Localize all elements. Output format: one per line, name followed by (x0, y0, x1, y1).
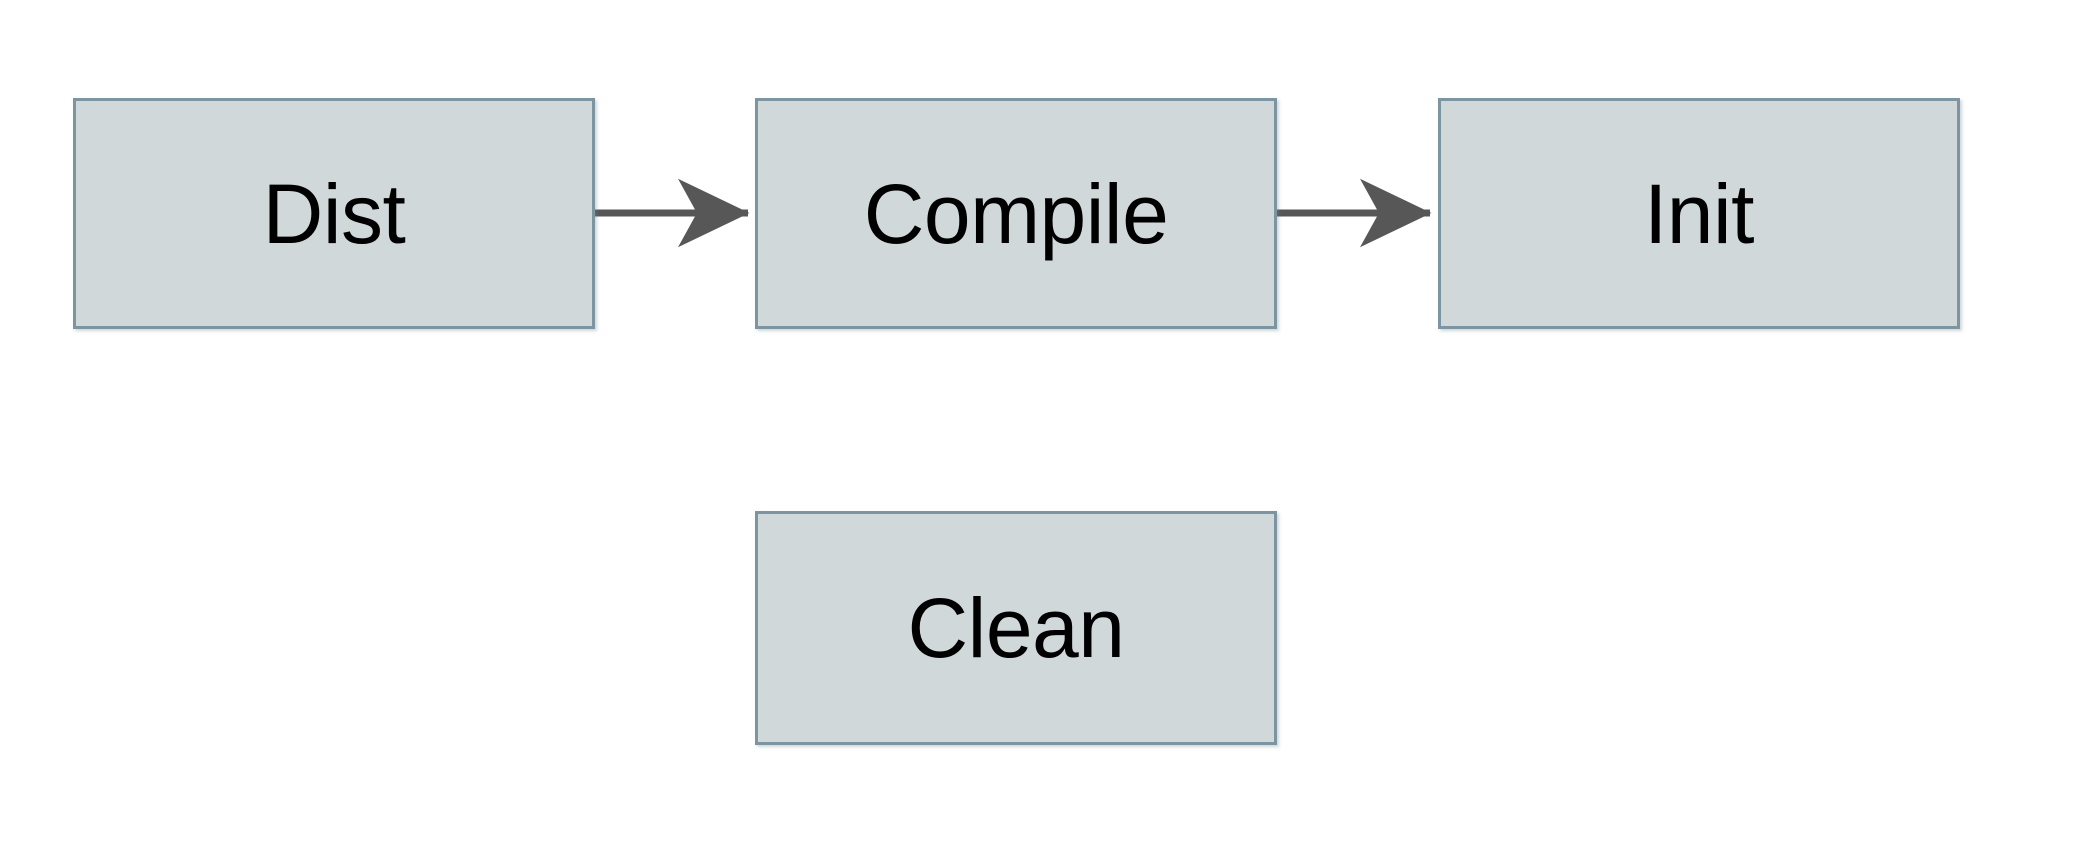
node-init-label: Init (1643, 166, 1755, 261)
node-init[interactable]: Init (1438, 98, 1960, 329)
node-dist[interactable]: Dist (73, 98, 595, 329)
node-compile[interactable]: Compile (755, 98, 1277, 329)
node-dist-label: Dist (262, 166, 406, 261)
node-clean-label: Clean (907, 581, 1125, 675)
node-clean[interactable]: Clean (755, 511, 1277, 745)
node-compile-label: Compile (863, 166, 1169, 261)
